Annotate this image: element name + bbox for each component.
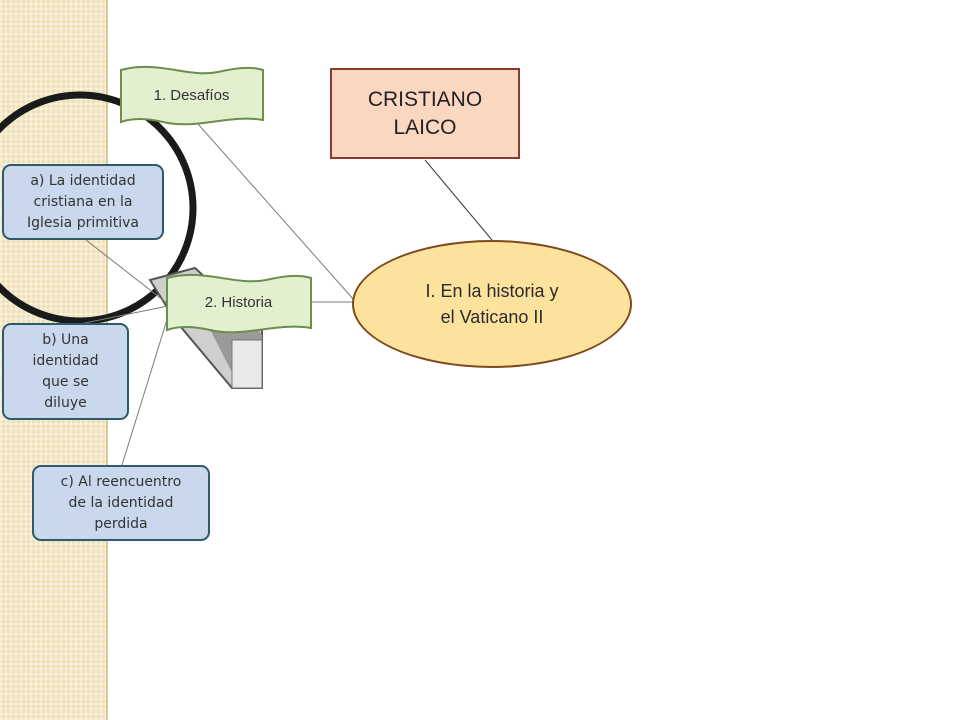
branch-desafios-label: 1. Desafíos: [153, 86, 230, 104]
title-node: CRISTIANO LAICO: [330, 68, 520, 159]
center-label: I. En la historia y el Vaticano II: [425, 281, 559, 327]
branch-desafios: 1. Desafíos: [118, 64, 265, 126]
banner-shape: [166, 274, 312, 334]
branch-historia-label: 2. Historia: [204, 293, 273, 311]
item-c-label: c) Al reencuentro de la identidad perdid…: [60, 473, 182, 532]
connector-b-historia: [79, 305, 169, 325]
item-a: a) La identidad cristiana en la Iglesia …: [2, 164, 164, 240]
connector-title-center: [424, 159, 493, 241]
item-b: b) Una identidad que se diluye: [2, 323, 129, 420]
connector-c-historia: [121, 309, 171, 466]
connector-desafios-center: [197, 123, 355, 301]
item-a-label: a) La identidad cristiana en la Iglesia …: [26, 172, 140, 231]
item-c: c) Al reencuentro de la identidad perdid…: [32, 465, 210, 541]
banner-shape: [120, 66, 264, 126]
center-node: I. En la historia y el Vaticano II: [352, 240, 632, 368]
connector-a-historia: [85, 239, 169, 305]
item-b-label: b) Una identidad que se diluye: [32, 331, 99, 411]
branch-historia: 2. Historia: [164, 270, 313, 334]
title-label: CRISTIANO LAICO: [367, 87, 483, 139]
